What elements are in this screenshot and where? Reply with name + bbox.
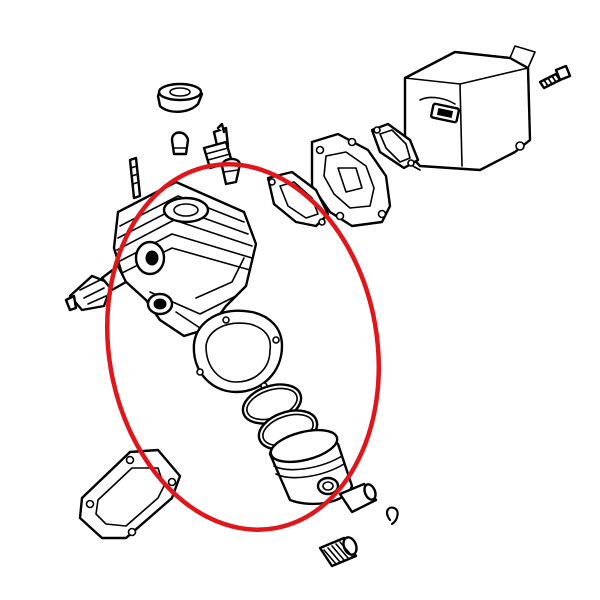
piston	[268, 428, 354, 506]
muffler	[394, 45, 536, 172]
muffler-bolt	[538, 64, 572, 90]
highlight-ellipse	[104, 162, 382, 532]
needle-bearing	[318, 536, 358, 568]
muffler-gasket-small	[370, 122, 420, 170]
decompression-valve	[156, 82, 204, 113]
spark-plug-side	[64, 264, 128, 312]
exhaust-gasket	[266, 170, 330, 228]
stud	[128, 156, 142, 200]
circlip	[385, 506, 399, 526]
cylinder	[112, 180, 258, 338]
intake-flange	[78, 448, 182, 540]
base-gasket	[192, 309, 284, 394]
plug-cap	[170, 131, 190, 156]
piston-pin	[338, 482, 378, 514]
